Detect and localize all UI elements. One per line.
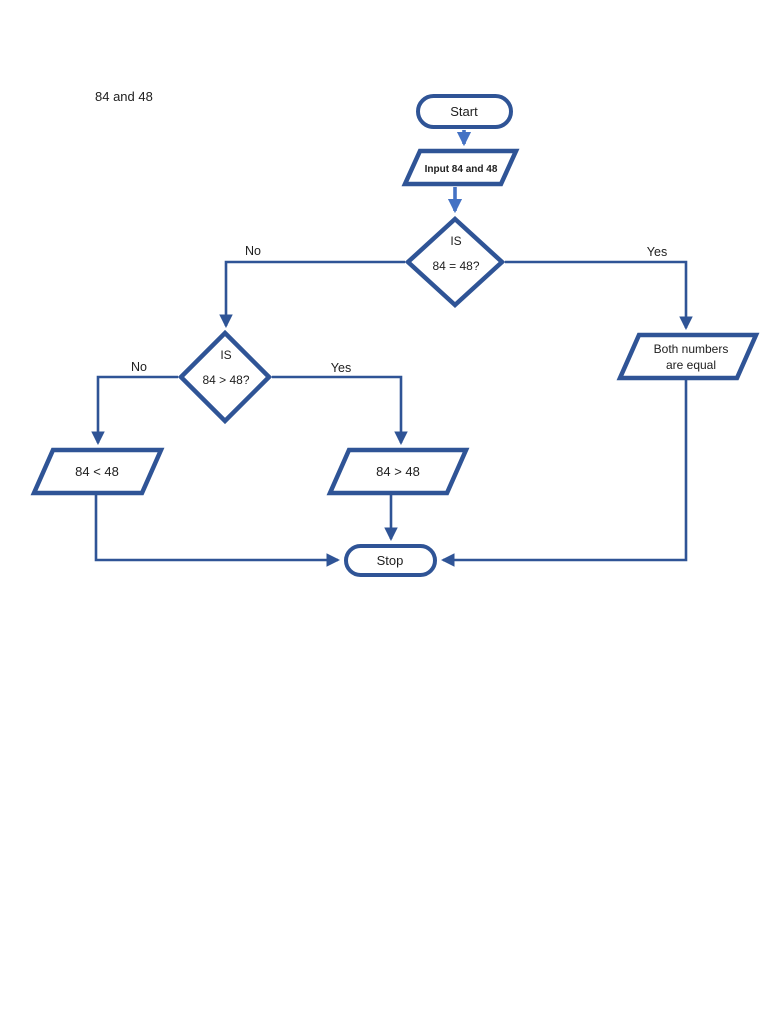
connector-equal-no-branch: [219, 260, 405, 329]
decision-equal-line1: IS: [450, 234, 461, 248]
stop-label: Stop: [377, 553, 404, 568]
connector-greater-no-branch: [91, 375, 178, 446]
decision-greater-shape: [177, 329, 273, 425]
edge-label-greater-no: No: [131, 360, 147, 374]
connector-less-to-stop: [94, 495, 341, 567]
node-both-equal: Both numbers are equal: [616, 332, 760, 381]
start-label: Start: [450, 104, 478, 119]
connector-both-equal-to-stop: [440, 380, 688, 567]
node-start: Start: [416, 94, 513, 129]
greater-shape: [326, 447, 470, 496]
input-label: Input 84 and 48: [425, 164, 498, 175]
greater-label: 84 > 48: [376, 464, 420, 479]
page-note: 84 and 48: [95, 89, 153, 104]
decision-equal-line2: 84 = 48?: [432, 259, 479, 273]
decision-greater-line2: 84 > 48?: [202, 373, 249, 387]
connector-equal-yes-branch: [505, 260, 693, 331]
node-input: Input 84 and 48: [401, 148, 520, 187]
node-decision-equal: IS 84 = 48?: [404, 215, 506, 309]
decision-greater-line1: IS: [220, 348, 231, 362]
both-equal-line2: are equal: [666, 358, 716, 372]
both-equal-shape: [616, 332, 760, 381]
less-shape: [30, 447, 165, 496]
decision-equal-shape: [404, 215, 506, 309]
edge-label-equal-no: No: [245, 244, 261, 258]
stop-shape: [344, 544, 437, 577]
edge-label-equal-yes: Yes: [647, 245, 667, 259]
node-stop: Stop: [344, 544, 437, 577]
connector-greater-yes-branch: [272, 375, 408, 446]
less-label: 84 < 48: [75, 464, 119, 479]
node-greater: 84 > 48: [326, 447, 470, 496]
start-shape: [416, 94, 513, 129]
node-less: 84 < 48: [30, 447, 165, 496]
both-equal-line1: Both numbers: [654, 342, 729, 356]
input-shape: [401, 148, 520, 187]
edge-label-greater-yes: Yes: [331, 361, 351, 375]
node-decision-greater: IS 84 > 48?: [177, 329, 273, 425]
